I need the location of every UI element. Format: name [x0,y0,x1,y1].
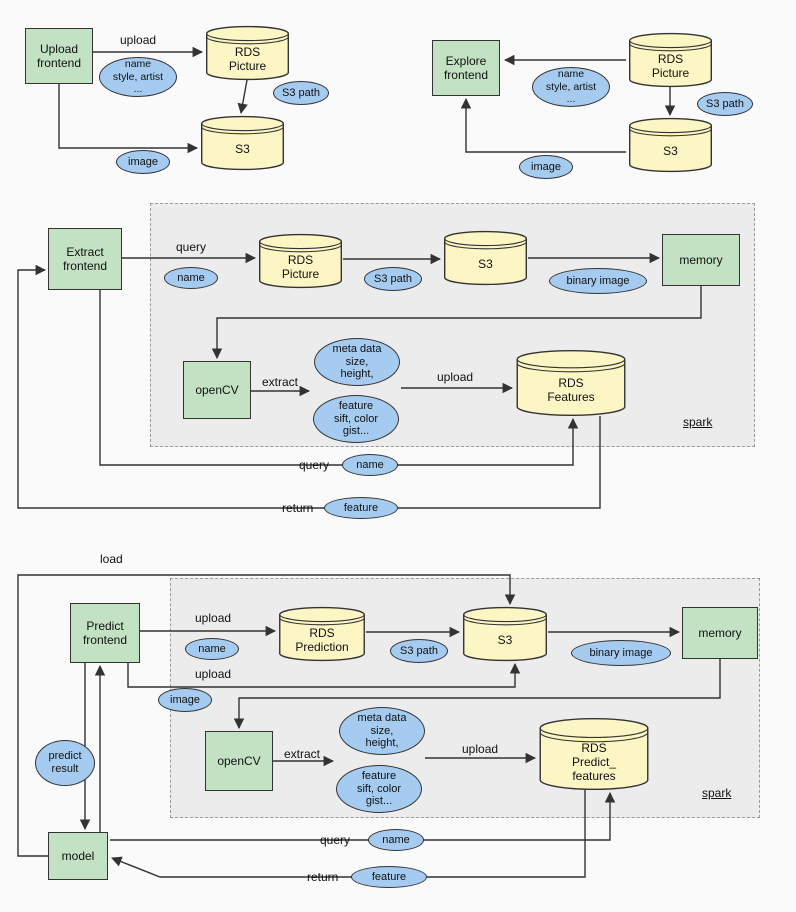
s3-path-ellipse-upload: S3 path [273,81,329,105]
predict-frontend-box: Predict frontend [70,603,140,663]
feature-sift-ellipse-predict: feature sift, color gist... [336,765,422,813]
s3-path-ellipse-predict: S3 path [390,639,448,663]
arrow-memory-to-opencv-extract [211,286,702,360]
rds-picture-cylinder-extract: RDS Picture [258,234,343,288]
upload-edge-label-predict-3: upload [462,742,499,756]
rds-picture-cylinder-explore: RDS Picture [628,33,713,87]
query-name-ellipse-predict: name [368,829,424,851]
binary-image-ellipse-predict: binary image [571,640,671,666]
upload-edge-label-extract: upload [437,370,474,384]
arrow-return-feature-to-extract [17,264,601,509]
name-style-artist-ellipse-explore: name style, artist ... [532,67,610,107]
s3-cylinder-predict: S3 [462,607,548,661]
query-edge-label-extract: query [176,240,207,254]
cylinder-shape [200,116,285,170]
rds-features-cylinder: RDS Features [515,350,627,416]
extract-frontend-box: Extract frontend [48,228,122,290]
image-ellipse-upload: image [116,150,170,174]
arrow-rds-picture-to-s3 [237,79,248,115]
return-feature-ellipse-predict: feature [351,866,427,888]
image-ellipse-explore: image [519,155,573,179]
meta-data-ellipse-predict: meta data size, height, [339,707,425,755]
image-ellipse-predict: image [158,688,212,712]
opencv-box-predict: openCV [205,731,273,791]
memory-box-extract: memory [662,234,740,286]
meta-data-ellipse-extract: meta data size, height, [314,338,400,386]
rds-prediction-cylinder: RDS Prediction [278,607,366,661]
upload-edge-label: upload [120,33,157,47]
predict-result-ellipse: predict result [35,740,95,786]
cylinder-shape [443,231,528,285]
rds-predict-features-cylinder: RDS Predict_ features [538,718,650,790]
upload-edge-label-predict-2: upload [195,667,232,681]
s3-cylinder-explore: S3 [628,118,713,172]
arrow-s3-image-to-explore [460,97,626,153]
name-style-artist-ellipse: name style, artist ... [99,57,177,97]
arrow-upload-image-to-s3 [58,84,199,154]
explore-frontend-box: Explore frontend [432,40,500,96]
name-ellipse-extract: name [164,267,218,289]
cylinder-shape [628,33,713,87]
arrow-memory-to-opencv-predict [233,659,721,730]
cylinder-shape [515,350,627,416]
feature-sift-ellipse-extract: feature sift, color gist... [313,395,399,443]
arrow-upload-image-to-s3-predict [127,662,521,688]
s3-cylinder-extract: S3 [443,231,528,285]
query-edge-label-extract-2: query [299,458,330,472]
cylinder-shape [538,718,650,790]
extract-edge-label-predict: extract [284,747,321,761]
s3-path-ellipse-explore: S3 path [697,92,753,116]
upload-edge-label-predict-1: upload [195,611,232,625]
return-edge-label-predict: return [307,870,339,884]
name-ellipse-predict: name [185,638,239,660]
memory-box-predict: memory [682,607,758,659]
cylinder-shape [205,26,290,80]
query-edge-label-predict: query [320,833,351,847]
opencv-box-extract: openCV [183,361,251,419]
model-box: model [48,832,108,880]
spark-label-predict: spark [702,786,732,800]
arrow-model-query-to-predict-features [110,791,616,841]
query-name-ellipse-extract: name [342,454,398,476]
spark-label-extract: spark [683,415,713,429]
extract-edge-label: extract [262,375,299,389]
s3-path-ellipse-extract: S3 path [364,267,422,291]
return-edge-label-extract: return [282,501,314,515]
rds-picture-cylinder-upload: RDS Picture [205,26,290,80]
s3-cylinder-upload: S3 [200,116,285,170]
cylinder-shape [462,607,548,661]
cylinder-shape [628,118,713,172]
arrow-model-load-to-s3 [17,574,516,857]
upload-frontend-box: Upload frontend [25,28,93,84]
load-edge-label: load [100,552,123,566]
arrow-query-name-to-rds-features [99,290,579,466]
cylinder-shape [278,607,366,661]
cylinder-shape [258,234,343,288]
return-feature-ellipse-extract: feature [324,497,398,519]
binary-image-ellipse-extract: binary image [549,268,647,294]
